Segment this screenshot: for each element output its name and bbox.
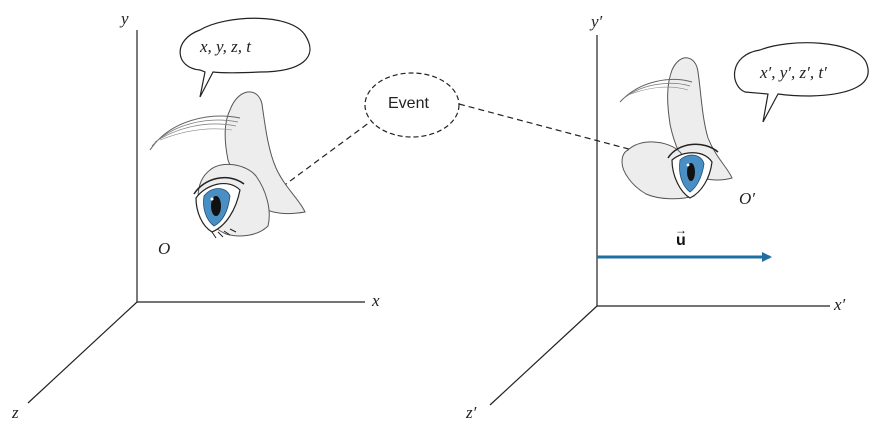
left-origin-label: O [158,239,171,258]
left-frame-axes [27,30,365,404]
left-observer-eye-icon [149,91,306,239]
left-speech-text: x, y, z, t [200,37,251,56]
left-z-axis-label: z [12,403,19,422]
right-z-axis-label: z′ [466,403,477,422]
left-sight-line [281,121,371,188]
right-sight-line [458,103,641,153]
right-observer-eye-icon [619,57,733,200]
right-speech-text: x′, y′, z′, t′ [760,63,827,82]
right-y-axis-label: y′ [591,12,603,31]
right-z-axis [489,305,598,406]
right-x-axis-label: x′ [834,295,846,314]
right-speech-bubble [733,42,869,123]
left-x-axis-label: x [372,291,380,310]
right-frame-axes [489,35,830,406]
event-label: Event [388,95,429,112]
left-y-axis-label: y [121,9,129,28]
left-z-axis [27,301,138,404]
left-speech-bubble [179,17,311,98]
right-origin-label: O′ [739,189,755,208]
velocity-symbol: u [676,232,686,249]
vector-arrow-icon: → [675,223,687,237]
velocity-label: → u [675,224,687,249]
event-ellipse [364,72,460,138]
